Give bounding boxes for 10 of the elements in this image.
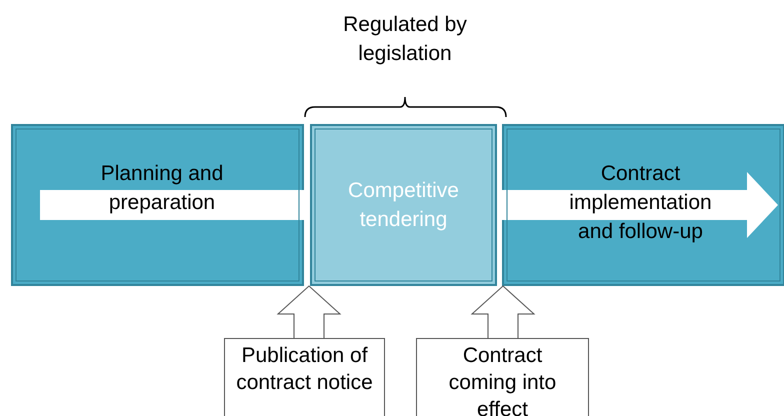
- node-text: Competitive tendering: [347, 178, 460, 233]
- callout-box: [416, 338, 589, 416]
- node-text: Contract implementation and follow-up: [568, 161, 713, 245]
- callout-arrow: [470, 285, 536, 338]
- bracket-label: Regulated by legislation: [342, 12, 468, 67]
- callout-box: [224, 338, 385, 416]
- callout-arrow: [276, 285, 342, 338]
- node-text: Planning and preparation: [100, 161, 224, 216]
- node-text: Publication of contract notice: [235, 343, 374, 396]
- node-text: Contract coming into effect: [448, 343, 558, 416]
